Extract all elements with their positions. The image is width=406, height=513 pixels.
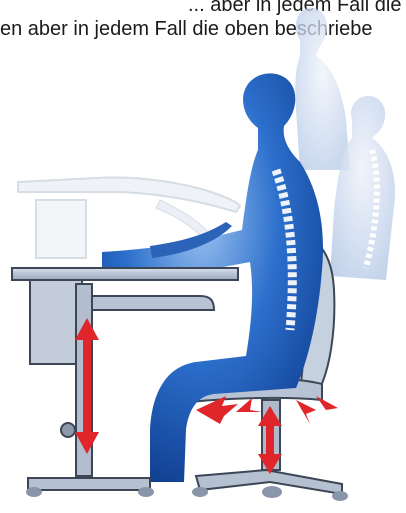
height-knob-icon <box>61 423 75 437</box>
ghost-standing-figure <box>295 8 350 170</box>
